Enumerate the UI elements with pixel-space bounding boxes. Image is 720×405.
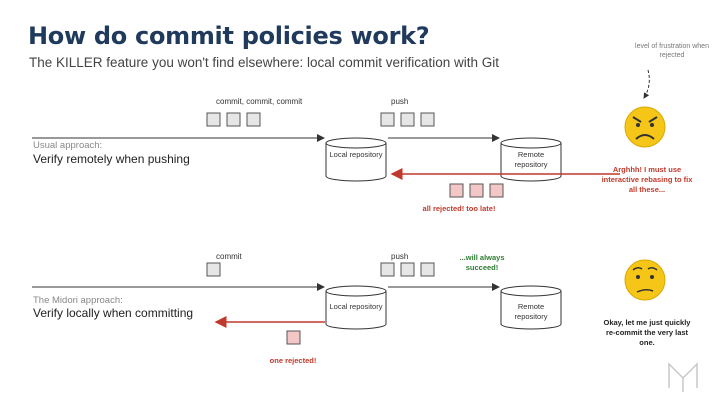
frustration-arrow: [643, 69, 650, 99]
push-box: [380, 262, 395, 277]
worried-face-icon: [624, 259, 666, 301]
push-box: [420, 112, 435, 127]
commit-box: [226, 112, 241, 127]
midori-success-text: ...will always succeed!: [459, 253, 505, 272]
usual-commit-label: commit, commit, commit: [216, 97, 303, 106]
angry-face-icon: [624, 106, 666, 148]
midori-commit-box: [206, 262, 221, 277]
midori-rejected-text: one rejected!: [269, 356, 317, 365]
midori-approach-label: The Midori approach:: [33, 295, 123, 306]
push-box: [380, 112, 395, 127]
usual-commit-boxes: [206, 112, 261, 127]
commit-box: [246, 112, 261, 127]
midori-local-repo-cylinder: [325, 285, 387, 330]
usual-local-repo-cylinder: [325, 137, 387, 182]
page-title: How do commit policies work?: [28, 22, 430, 50]
midori-approach-title: Verify locally when committing: [33, 306, 194, 320]
midori-push-label: push: [391, 252, 409, 261]
usual-remote-repo-label: Remote repository: [514, 150, 548, 169]
midori-commit-label: commit: [216, 252, 242, 261]
usual-rejected-boxes: [449, 183, 504, 198]
usual-remote-repo-cylinder: [500, 137, 562, 182]
push-box: [400, 112, 415, 127]
usual-push-label: push: [391, 97, 409, 106]
frustration-label: level of frustration when rejected: [635, 43, 709, 59]
usual-push-boxes: [380, 112, 435, 127]
midori-remote-repo-cylinder: [500, 285, 562, 330]
logo-icon: [668, 362, 698, 392]
usual-rejected-text: all rejected! too late!: [422, 204, 496, 213]
midori-remote-repo-label: Remote repository: [514, 302, 548, 321]
rejected-box: [489, 183, 504, 198]
push-box: [400, 262, 415, 277]
usual-approach-label: Usual approach:: [33, 140, 103, 151]
usual-local-repo-label: Local repository: [329, 150, 383, 159]
midori-local-repo-label: Local repository: [329, 302, 383, 311]
midori-rejected-box: [286, 330, 301, 345]
commit-box: [206, 112, 221, 127]
rejected-box: [469, 183, 484, 198]
usual-approach-title: Verify remotely when pushing: [33, 152, 190, 166]
usual-reaction-text: Arghhh! I must use interactive rebasing …: [601, 165, 693, 194]
midori-push-boxes: [380, 262, 435, 277]
rejected-box: [449, 183, 464, 198]
midori-reaction-text: Okay, let me just quickly re-commit the …: [603, 318, 691, 347]
push-box: [420, 262, 435, 277]
page-subtitle: The KILLER feature you won't find elsewh…: [29, 55, 500, 70]
